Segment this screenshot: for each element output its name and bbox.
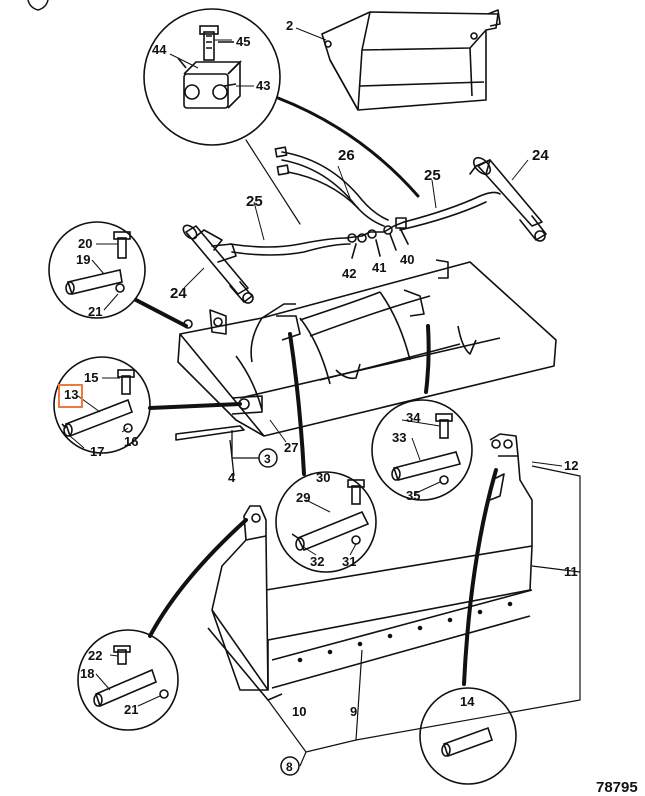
leader-lines <box>134 298 498 686</box>
callout-26: 26 <box>338 147 355 164</box>
callout-8: 8 <box>286 760 293 774</box>
callout-16: 16 <box>124 434 138 449</box>
callout-12: 12 <box>564 458 578 473</box>
detail-circle-18-22 <box>77 629 179 731</box>
hydraulic-system <box>182 96 547 304</box>
detail-circle-19-21 <box>48 221 146 319</box>
callout-9: 9 <box>350 704 357 719</box>
callout-30: 30 <box>316 470 330 485</box>
callout-14: 14 <box>460 694 475 709</box>
detail-circle-43-45 <box>143 8 281 146</box>
lower-bucket <box>207 433 581 767</box>
callout-25-left: 25 <box>246 193 263 210</box>
callout-22: 22 <box>88 648 102 663</box>
callout-32: 32 <box>310 554 324 569</box>
callout-21-top: 21 <box>88 304 102 319</box>
detail-circle-29-32 <box>275 471 377 573</box>
highlight-box-13 <box>58 384 83 408</box>
callout-27: 27 <box>284 440 298 455</box>
callout-24-left: 24 <box>170 285 187 302</box>
callout-4: 4 <box>228 470 236 485</box>
callout-34: 34 <box>406 410 421 425</box>
callout-33: 33 <box>392 430 406 445</box>
detail-circle-13-17 <box>53 356 151 454</box>
label-leaders <box>69 27 563 707</box>
corner-circle-fragment <box>27 0 49 11</box>
callout-21-bottom: 21 <box>124 702 138 717</box>
callout-20: 20 <box>78 236 92 251</box>
callout-25-right: 25 <box>424 167 441 184</box>
callout-35: 35 <box>406 488 420 503</box>
callout-17: 17 <box>90 444 104 459</box>
callout-45: 45 <box>236 34 250 49</box>
detail-circle-33-35 <box>371 399 473 501</box>
callout-29: 29 <box>296 490 310 505</box>
callout-15: 15 <box>84 370 98 385</box>
callout-40: 40 <box>400 252 414 267</box>
circled-callout-8: 8 <box>280 756 300 776</box>
callout-41: 41 <box>372 260 386 275</box>
callout-labels: 2 44 45 43 26 24 25 25 20 19 21 24 42 41… <box>64 18 578 719</box>
small-bucket-part-2 <box>321 9 501 111</box>
drawing-number: 78795 <box>596 779 638 796</box>
callout-13: 13 <box>64 387 78 402</box>
callout-43: 43 <box>256 78 270 93</box>
detail-circle-14 <box>419 687 517 785</box>
callout-11: 11 <box>564 564 578 579</box>
callout-10: 10 <box>292 704 306 719</box>
callout-44: 44 <box>152 42 167 57</box>
callout-19: 19 <box>76 252 90 267</box>
callout-2: 2 <box>286 18 293 33</box>
callout-3: 3 <box>264 452 271 466</box>
callout-24-right: 24 <box>532 147 549 164</box>
callout-18: 18 <box>80 666 94 681</box>
callout-31: 31 <box>342 554 356 569</box>
callout-42: 42 <box>342 266 356 281</box>
circled-callout-3: 3 <box>258 448 278 468</box>
main-bucket <box>175 259 557 477</box>
